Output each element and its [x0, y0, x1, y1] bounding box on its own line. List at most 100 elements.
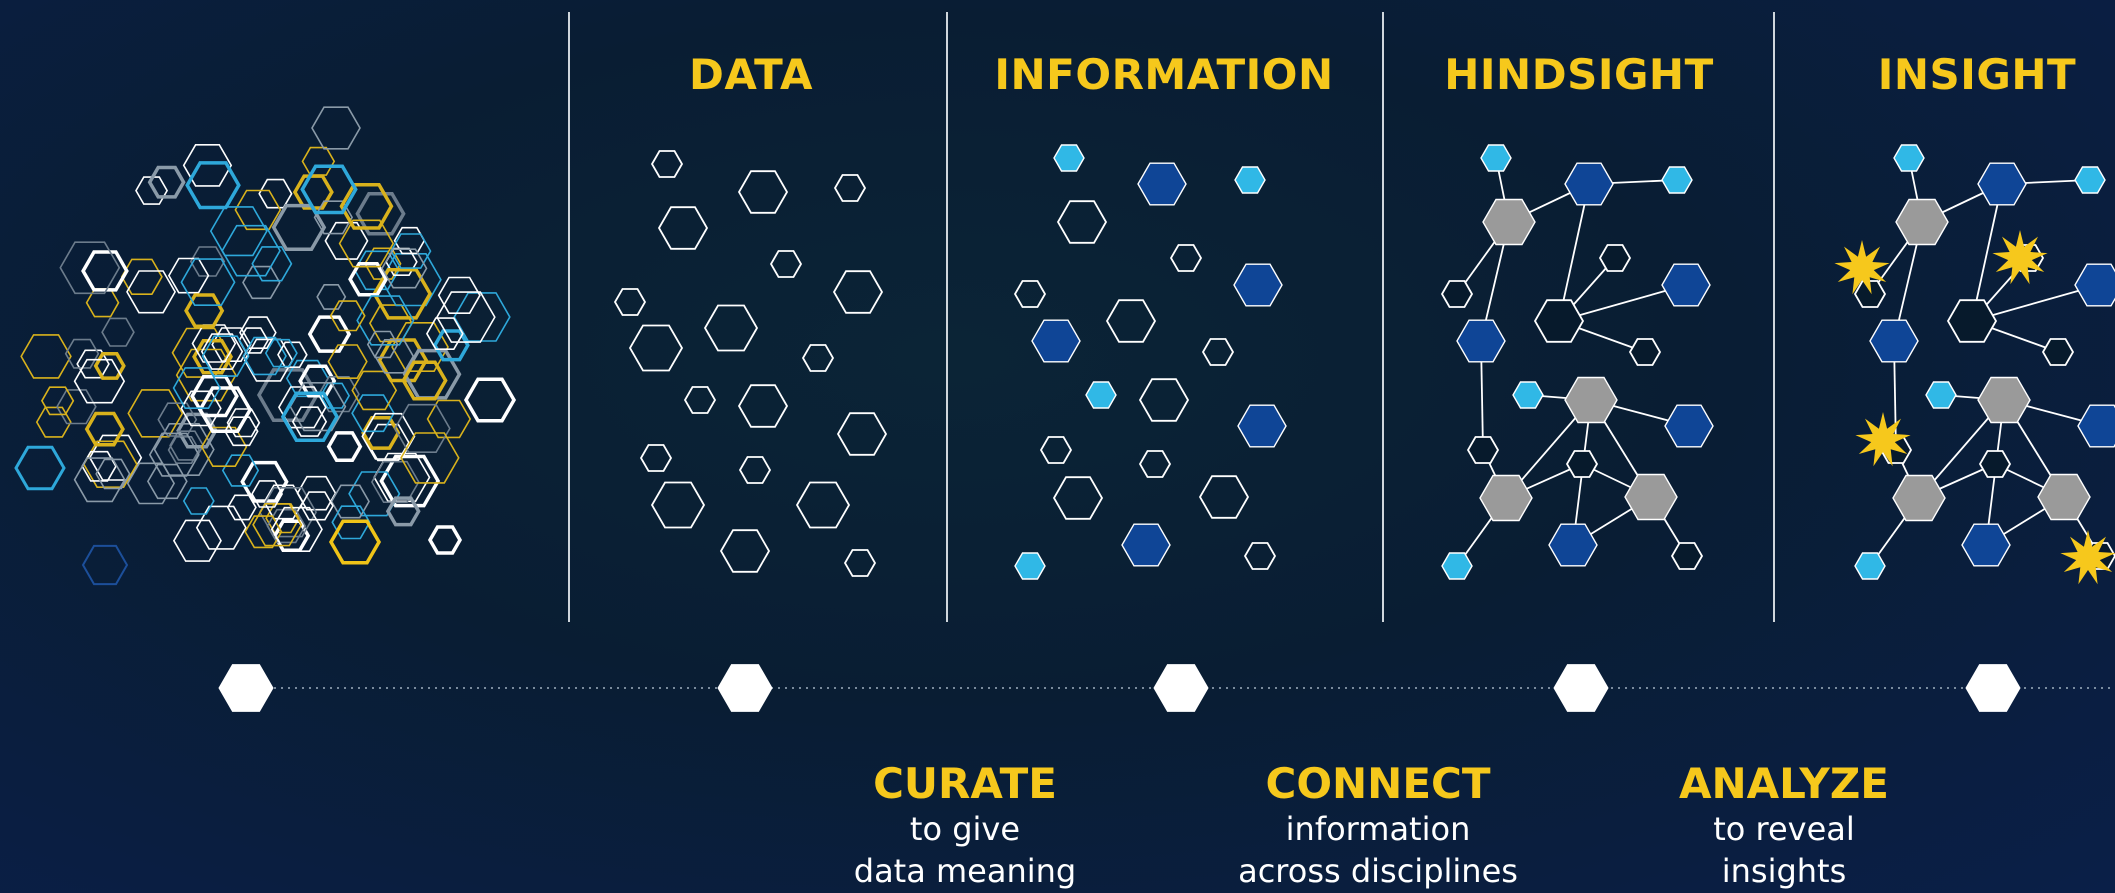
hexagon-icon [84, 411, 125, 447]
hexagon-icon [59, 241, 121, 295]
process-connect: CONNECT information across disciplines [1238, 760, 1518, 892]
hexagon-icon [339, 182, 394, 230]
process-description: data meaning [853, 852, 1077, 890]
hexagon-icon [319, 382, 351, 409]
hexagon-icon [185, 161, 241, 210]
hexagon-icon [1169, 244, 1203, 272]
hexagon-icon [264, 338, 298, 368]
hexagon-icon [348, 261, 389, 297]
hexagon-icon [153, 422, 215, 477]
hexagon-icon [238, 327, 269, 354]
hexagon-icon [252, 502, 303, 547]
hexagon-icon [437, 276, 481, 315]
hexagon-icon [326, 431, 363, 463]
hexagon-icon [356, 295, 415, 346]
hexagon-icon [40, 386, 75, 416]
hexagon-icon [296, 475, 337, 511]
hexagon-icon [195, 505, 247, 550]
hexagon-icon [1977, 162, 2027, 206]
hexagon-icon [683, 386, 717, 414]
hexagon-icon [1624, 473, 1678, 521]
hexagon-icon [1533, 299, 1585, 343]
hexagon-icon [328, 519, 382, 565]
hexagon-icon [239, 316, 277, 350]
hexagon-icon [1480, 144, 1512, 172]
hexagon-icon [737, 170, 789, 214]
timeline-node-icon [717, 664, 773, 712]
hexagon-icon [1512, 381, 1544, 409]
hexagon-icon [453, 292, 511, 342]
hexagon-icon [226, 494, 257, 521]
hexagon-icon [56, 389, 97, 425]
hexagon-icon [81, 544, 129, 586]
hexagon-icon [244, 515, 283, 549]
hexagon-icon [101, 317, 135, 347]
hexagon-icon [436, 291, 496, 343]
hexagon-icon [1893, 144, 1925, 172]
hexagon-icon [1201, 338, 1235, 366]
process-analyze: ANALYZE to reveal insights [1679, 760, 1889, 892]
hexagon-icon [390, 233, 432, 269]
stage-title-insight: INSIGHT [1877, 50, 2077, 99]
hexagon-icon [135, 176, 169, 205]
hexagon-icon [639, 444, 673, 472]
hexagon-icon [366, 330, 399, 359]
hexagon-icon [1137, 162, 1187, 206]
hexagon-icon [463, 377, 517, 423]
connector-line [1971, 183, 2003, 322]
hexagon-icon [1014, 552, 1046, 580]
hexagon-icon [200, 426, 248, 468]
hexagon-icon [182, 144, 233, 187]
stage-divider [1773, 12, 1775, 622]
hexagon-icon [277, 386, 327, 429]
hexagon-icon [355, 191, 406, 236]
hexagon-icon [221, 454, 260, 487]
hexagon-icon [146, 463, 188, 500]
connector-line [1558, 183, 1590, 322]
hexagon-icon [737, 384, 789, 428]
hexagon-icon [1977, 376, 2031, 424]
hexagon-icon [1234, 166, 1266, 194]
hexagon-icon [81, 250, 129, 292]
hexagon-icon [1138, 378, 1190, 422]
hexagon-icon [1056, 200, 1108, 244]
hexagon-icon [2041, 338, 2075, 366]
hexagon-icon [613, 288, 647, 316]
hexagon-icon [1670, 542, 1704, 570]
hexagon-icon [1121, 523, 1171, 567]
hexagon-icon [1661, 263, 1711, 307]
hexagon-icon [316, 283, 347, 310]
timeline-node-icon [1965, 664, 2021, 712]
data-panel [613, 150, 888, 577]
hexagon-icon [191, 324, 237, 363]
hexagon-icon [1466, 436, 1500, 464]
raw-data-cluster [14, 106, 517, 586]
hexagon-icon [64, 338, 100, 369]
hexagon-icon [93, 351, 126, 380]
hexagon-icon [703, 304, 759, 352]
process-verb: CURATE [873, 759, 1057, 808]
stage-divider [1382, 12, 1384, 622]
hexagon-icon [1237, 404, 1287, 448]
hexagon-icon [1869, 319, 1919, 363]
hexagon-icon [258, 178, 293, 209]
hexagon-icon [426, 399, 472, 439]
hexagon-icon [425, 317, 464, 351]
hexagon-icon [1441, 552, 1473, 580]
hexagon-icon [331, 505, 371, 540]
hexagon-icon [1233, 263, 1283, 307]
hexagon-icon [348, 471, 401, 517]
hexagon-icon [1978, 450, 2012, 478]
star-burst-icon [1992, 230, 2048, 285]
timeline [218, 664, 2115, 712]
hexagon-icon [311, 106, 361, 150]
hexagon-icon [200, 333, 244, 370]
hexagon-icon [251, 246, 293, 282]
hexagon-icon [73, 457, 126, 503]
hexagon-icon [126, 270, 177, 314]
hexagon-icon [1564, 376, 1618, 424]
hexagon-icon [35, 406, 72, 438]
hexagon-icon [1664, 404, 1714, 448]
hexagon-icon [738, 456, 772, 484]
hexagon-icon [1925, 381, 1957, 409]
